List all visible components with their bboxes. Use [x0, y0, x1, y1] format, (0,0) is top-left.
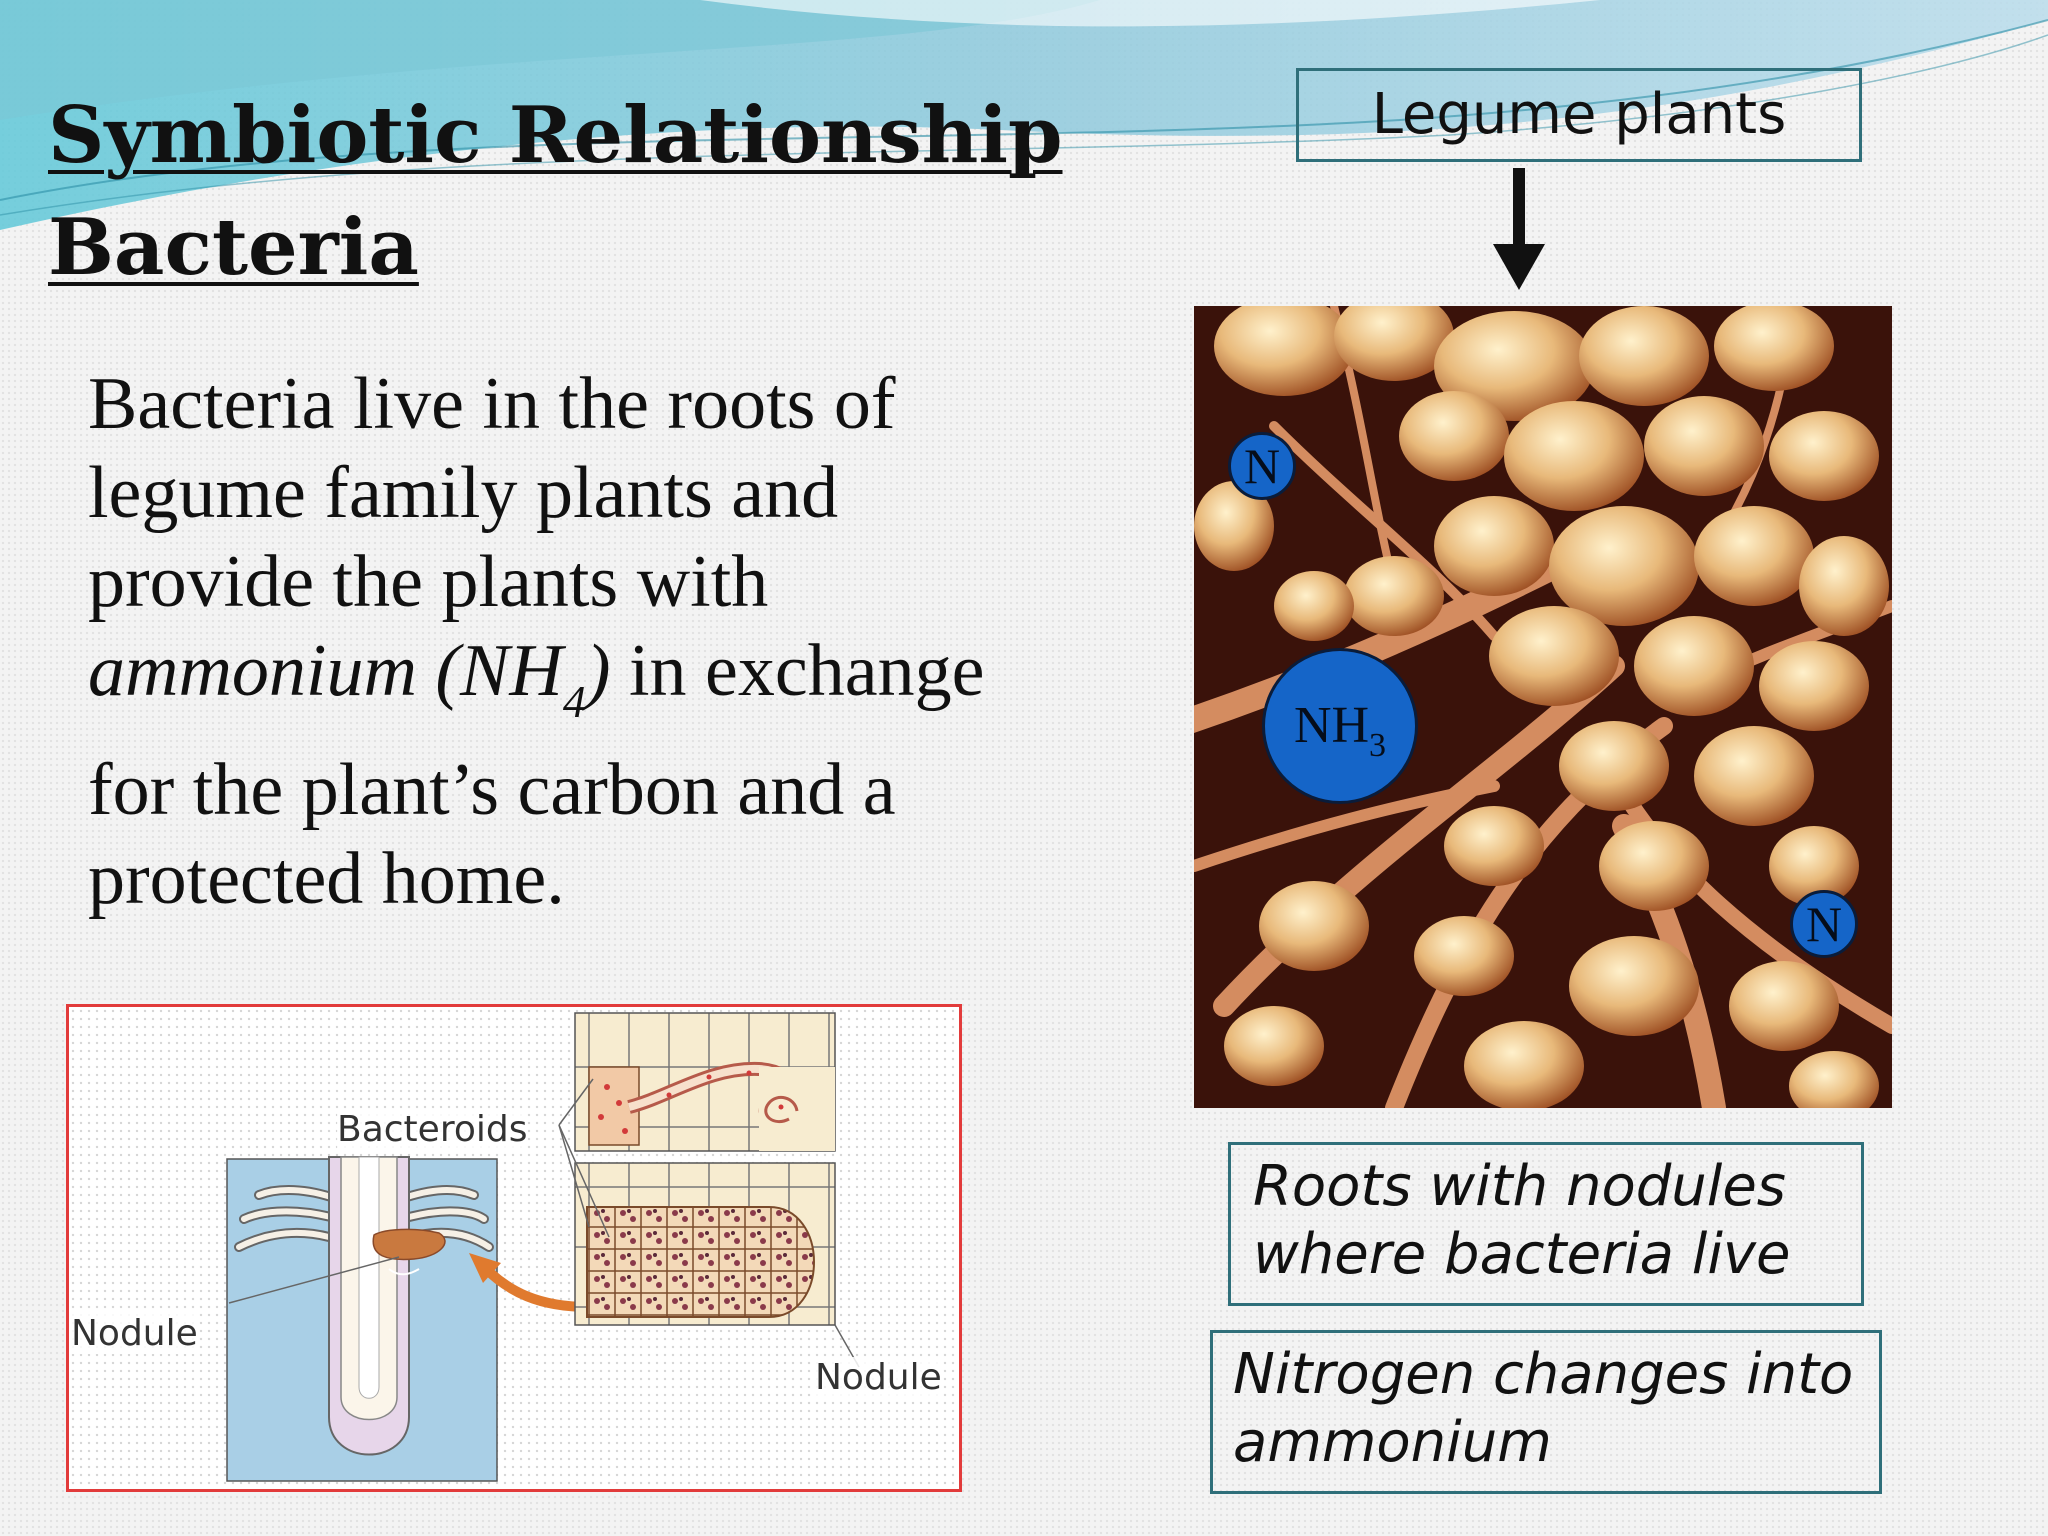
nitrogen-badge-bottom: N	[1790, 890, 1858, 958]
slide-title: Symbiotic Relationship Bacteria	[48, 80, 1063, 304]
nitrogen-callout: Nitrogen changes into ammonium	[1210, 1330, 1882, 1494]
body-line-1: Bacteria live in the roots of	[88, 363, 896, 445]
body-line-6: protected home.	[88, 838, 565, 920]
title-line-1: Symbiotic Relationship	[48, 90, 1063, 181]
ammonia-badge: NH3	[1262, 648, 1418, 804]
nodule-label-left: Nodule	[71, 1313, 198, 1354]
body-line-3: provide the plants with	[88, 541, 769, 623]
body-line-5: for the plant’s carbon and a	[88, 749, 896, 831]
nitrogen-callout-line-2: ammonium	[1233, 1410, 1552, 1475]
nodule-diagram-illustration	[226, 1012, 860, 1482]
bacteroids-label: Bacteroids	[337, 1109, 528, 1150]
roots-callout-line-2: where bacteria live	[1253, 1222, 1791, 1287]
roots-callout-line-1: Roots with nodules	[1253, 1154, 1786, 1219]
down-arrow-icon	[1493, 168, 1545, 290]
body-line-4: ammonium (NH4) in exchange	[88, 630, 985, 727]
title-line-2: Bacteria	[48, 202, 419, 293]
roots-nodules-callout: Roots with nodules where bacteria live	[1228, 1142, 1864, 1306]
body-paragraph: Bacteria live in the roots of legume fam…	[88, 360, 1088, 924]
legume-plants-callout: Legume plants	[1296, 68, 1862, 162]
ammonium-term: ammonium (NH4)	[88, 630, 611, 727]
body-line-2: legume family plants and	[88, 452, 839, 534]
nodule-formation-diagram: Bacteroids Nodule Nodule	[66, 1004, 962, 1492]
nitrogen-callout-line-1: Nitrogen changes into	[1233, 1342, 1854, 1407]
nodule-label-right: Nodule	[815, 1357, 942, 1398]
header-wave-decoration	[0, 0, 2048, 230]
nitrogen-badge-top: N	[1228, 432, 1296, 500]
